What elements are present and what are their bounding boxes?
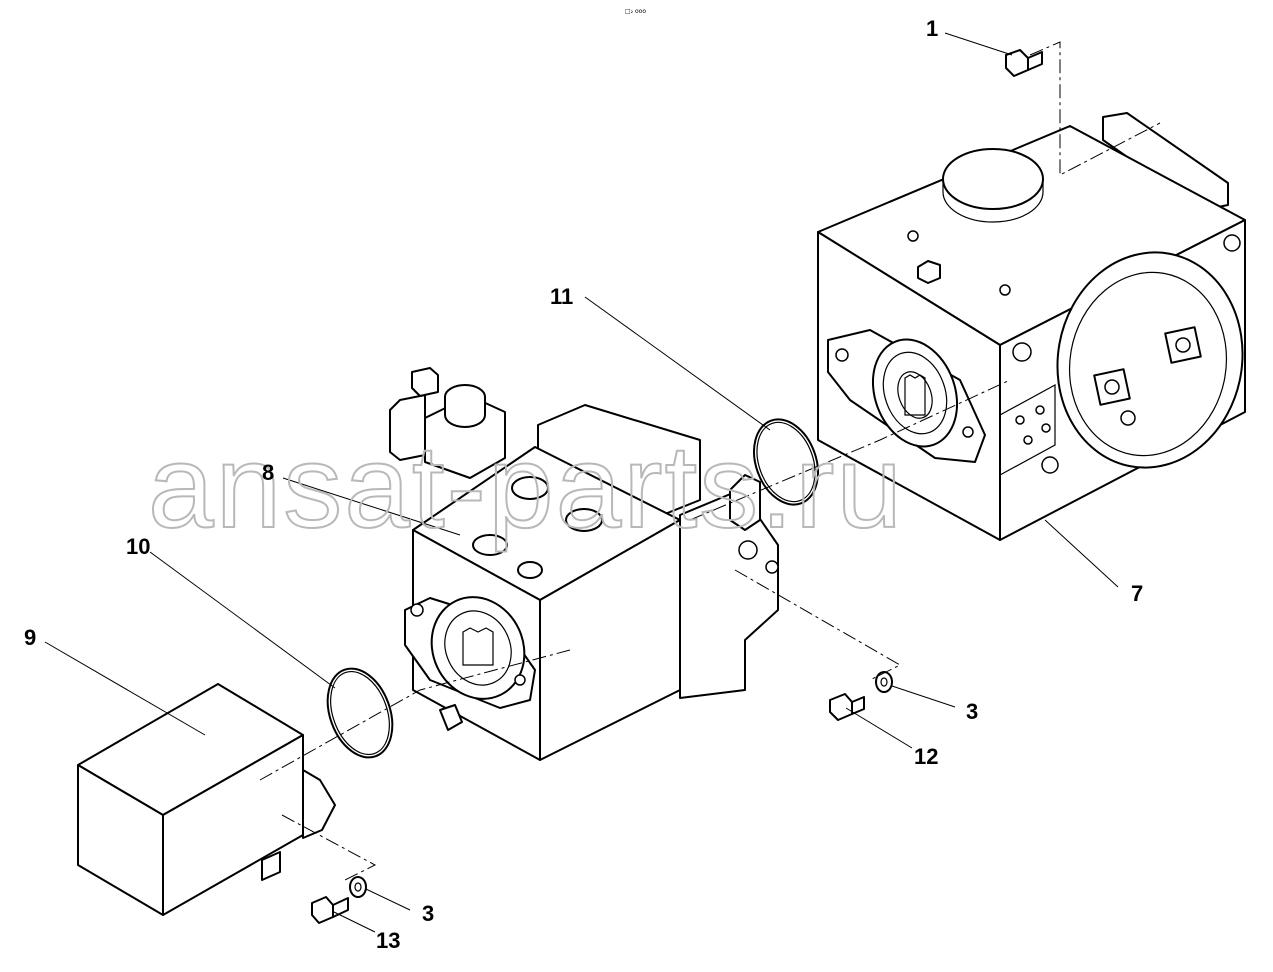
- callout-10: 10: [126, 534, 150, 559]
- callout-12: 12: [914, 744, 938, 769]
- leader-lines: [44, 32, 1119, 933]
- callout-3-lower: 3: [422, 901, 434, 926]
- part-3-washer-upper: [875, 671, 893, 693]
- part-13-bolt: [311, 896, 349, 924]
- assembly-centerlines: [259, 41, 1161, 881]
- callout-1: 1: [926, 16, 938, 41]
- callout-13: 13: [376, 928, 400, 953]
- part-9-cover: [77, 683, 336, 916]
- part-3-washer-lower: [349, 876, 367, 898]
- watermark-text: ansat-parts.ru: [148, 421, 904, 553]
- callout-11: 11: [550, 284, 573, 309]
- callout-9: 9: [24, 625, 36, 650]
- part-1-bolt: [1005, 49, 1043, 77]
- part-12-bolt: [829, 693, 865, 721]
- part-11-o-ring: [753, 418, 819, 506]
- part-8-pump-body: [389, 367, 779, 761]
- drawing-code: □₂ ooo: [625, 8, 646, 15]
- callout-8: 8: [262, 460, 274, 485]
- part-7-main-housing: [817, 112, 1246, 541]
- callout-3-upper: 3: [966, 699, 978, 724]
- callout-7: 7: [1131, 581, 1143, 606]
- part-10-o-ring: [326, 667, 394, 759]
